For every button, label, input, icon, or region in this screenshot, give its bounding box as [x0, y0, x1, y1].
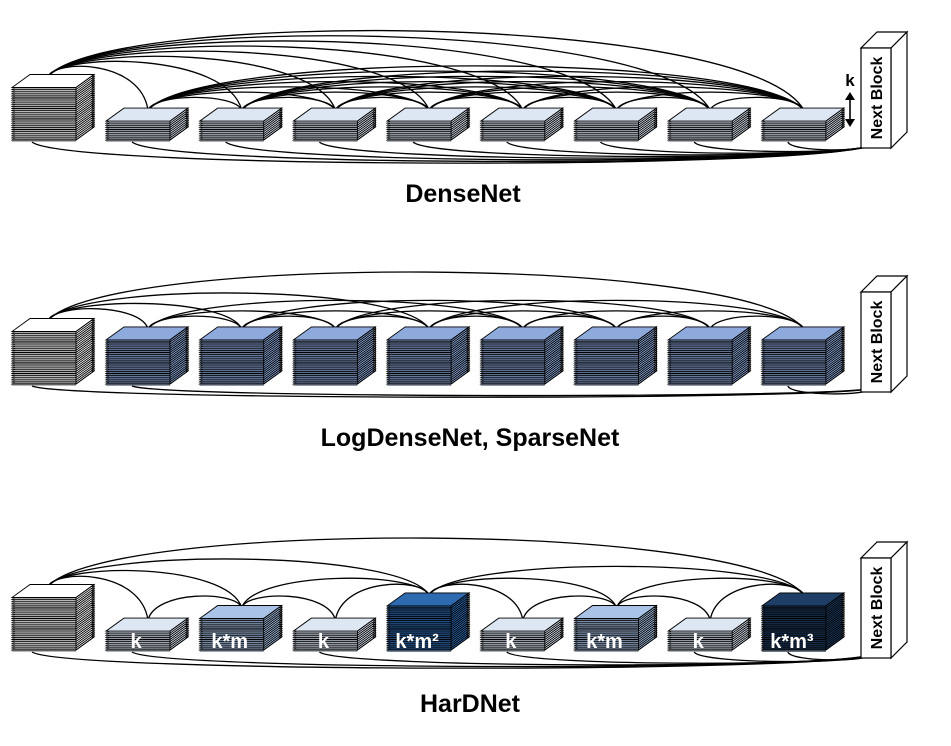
- layer-stack: [479, 617, 565, 652]
- skip-connection: [709, 96, 805, 111]
- skip-connection: [615, 310, 805, 330]
- layer-channel-label: k*m³: [770, 631, 814, 653]
- skip-connection: [241, 299, 618, 330]
- next-block-front-face: [860, 291, 892, 393]
- layer-channel-label: k*m: [586, 631, 623, 653]
- output-connection: [506, 651, 874, 664]
- layer-channel-label: k: [318, 631, 330, 653]
- logdensenet-next-block: Next Block: [859, 274, 909, 394]
- layer-channel-label: k: [693, 631, 705, 653]
- layer-stack: [292, 326, 377, 386]
- skip-connection: [241, 310, 430, 330]
- layer-stack: [104, 107, 190, 142]
- next-block-side-face: [890, 540, 908, 660]
- layer-stack: [666, 326, 752, 386]
- densenet-caption: DenseNet: [405, 180, 521, 208]
- hardnet-connections: [31, 537, 874, 669]
- densenet-next-block: Next Block: [859, 30, 909, 150]
- layer-stack: [385, 326, 471, 386]
- hardnet-panel: k k*m k k*m² k k*m k k*m³ Next Block HarDNet: [10, 537, 909, 718]
- next-block-side-face: [890, 274, 908, 394]
- hardnet-caption: HarDNet: [420, 690, 521, 718]
- output-connection: [31, 141, 874, 164]
- layer-stack: [292, 107, 377, 142]
- layer-stack: [573, 604, 658, 652]
- layer-stack: [104, 617, 190, 652]
- input-feature-stack: [10, 583, 96, 652]
- layer-stack: [760, 107, 846, 142]
- layer-stack: [479, 107, 565, 142]
- skip-connection: [522, 595, 618, 621]
- hardnet-next-block: Next Block: [859, 540, 909, 660]
- layer-stack: [479, 326, 565, 386]
- skip-connection: [334, 299, 711, 330]
- skip-connection: [428, 299, 805, 330]
- logdensenet-layer-stacks: [10, 317, 846, 386]
- layer-stack: [760, 326, 846, 386]
- skip-connection: [615, 595, 711, 621]
- layer-stack: [198, 326, 284, 386]
- skip-connection: [522, 310, 711, 330]
- skip-connection: [334, 86, 618, 111]
- layer-stack: [385, 592, 471, 652]
- layer-stack: [666, 617, 752, 652]
- output-connection: [787, 651, 874, 661]
- skip-connection: [47, 292, 430, 330]
- densenet-layer-stacks: [10, 73, 846, 142]
- next-block-label: Next Block: [869, 301, 886, 384]
- growth-rate-marker: k: [845, 71, 855, 127]
- layer-stack: [760, 592, 846, 652]
- skip-connection: [147, 310, 336, 330]
- next-block-front-face: [860, 47, 892, 149]
- layer-stack: [104, 326, 190, 386]
- skip-connection: [47, 537, 805, 596]
- input-feature-stack: [10, 73, 96, 142]
- densenet-connections: [31, 29, 874, 164]
- input-feature-stack: [10, 317, 96, 386]
- next-block-label: Next Block: [869, 57, 886, 140]
- skip-connection: [428, 310, 618, 330]
- output-connection: [131, 385, 874, 397]
- skip-connection: [428, 565, 805, 596]
- skip-connection: [47, 50, 430, 111]
- skip-connection: [147, 299, 524, 330]
- skip-connection: [147, 65, 805, 111]
- layer-stack: [385, 107, 471, 142]
- output-connection: [787, 141, 874, 151]
- layer-channel-label: k: [505, 631, 517, 653]
- skip-connection: [147, 595, 243, 621]
- layer-channel-label: k: [130, 631, 142, 653]
- logdensenet-caption: LogDenseNet, SparseNet: [321, 424, 620, 452]
- skip-connection: [47, 271, 805, 330]
- logdensenet-panel: Next Block LogDenseNet, SparseNet: [10, 271, 909, 452]
- layer-channel-label: k*m: [211, 631, 248, 653]
- layer-channel-label: k*m²: [395, 631, 439, 653]
- layer-stack: [573, 107, 658, 142]
- logdensenet-connections: [31, 271, 874, 398]
- layer-stack: [666, 107, 752, 142]
- layer-stack: [292, 617, 377, 652]
- arrow-down-icon: [845, 119, 855, 127]
- next-block-side-face: [890, 30, 908, 150]
- next-block-label: Next Block: [869, 567, 886, 650]
- skip-connection: [334, 310, 524, 330]
- arrow-up-icon: [845, 92, 855, 100]
- skip-connection: [47, 29, 805, 111]
- next-block-front-face: [860, 557, 892, 659]
- layer-stack: [573, 326, 658, 386]
- skip-connection: [47, 558, 430, 596]
- layer-stack: [198, 604, 284, 652]
- growth-rate-k-label: k: [845, 71, 855, 90]
- densenet-panel: Next Block DenseNet k: [10, 29, 909, 208]
- skip-connection: [241, 595, 337, 621]
- layer-stack: [198, 107, 284, 142]
- skip-connection: [241, 577, 430, 608]
- hardnet-layer-stacks: k k*m k k*m² k k*m k k*m³: [10, 583, 846, 653]
